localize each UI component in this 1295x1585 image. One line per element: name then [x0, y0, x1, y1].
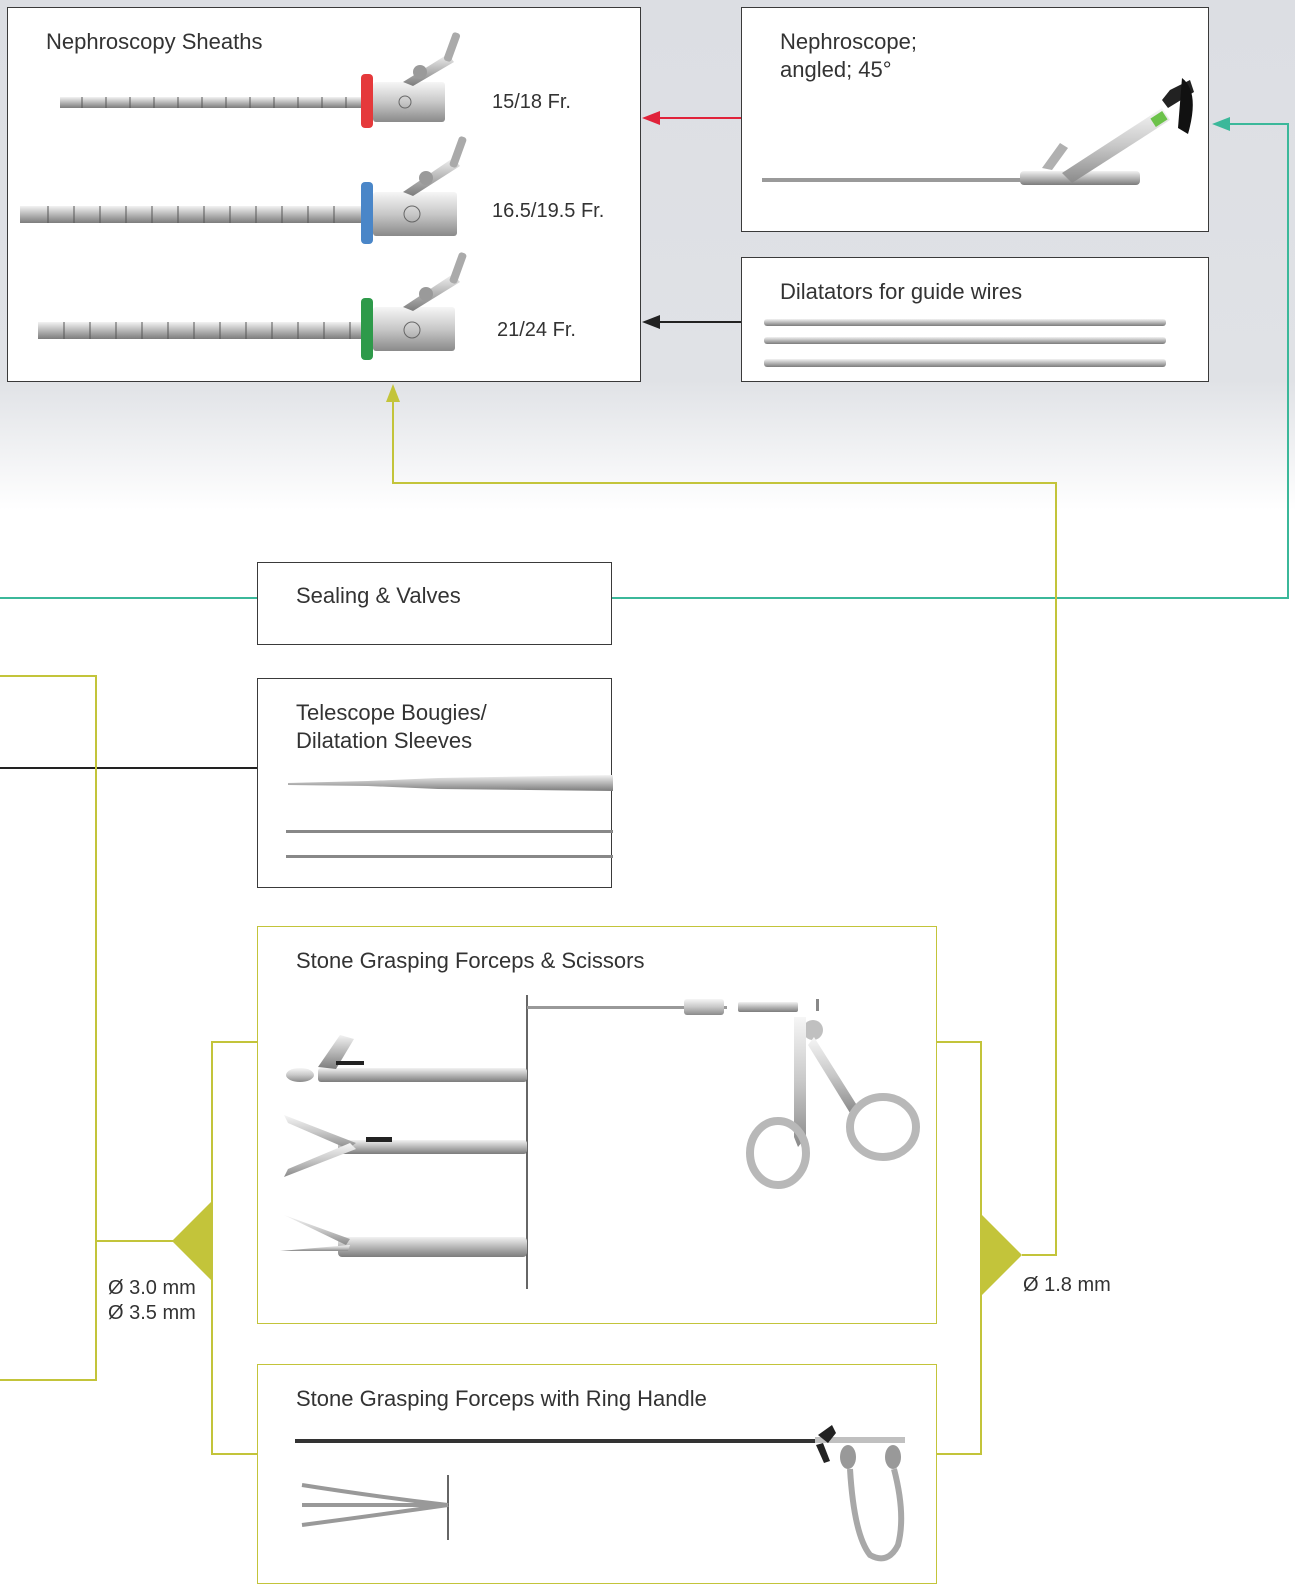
sheath-size-label: 21/24 Fr.	[497, 319, 576, 341]
diameter-label-left: Ø 3.0 mm Ø 3.5 mm	[108, 1277, 196, 1324]
diameter-label-right: Ø 1.8 mm	[1023, 1274, 1111, 1296]
bougies-illustration	[286, 775, 613, 858]
sheaths-title: Nephroscopy Sheaths	[46, 29, 263, 54]
sheaths-illustration	[20, 32, 467, 360]
forceps-scissors-illustration	[280, 995, 920, 1289]
sheaths-box[interactable]: Nephroscopy Sheaths	[7, 7, 641, 382]
forceps-scissors-title: Stone Grasping Forceps & Scissors	[296, 948, 645, 973]
olive-arrowhead	[386, 384, 400, 402]
teal-connector-right	[611, 123, 1289, 599]
nephroscope-box[interactable]: Nephroscope; angled; 45°	[741, 7, 1209, 232]
bougies-title: Telescope Bougies/ Dilatation Sleeves	[296, 700, 487, 753]
dilatators-illustration	[764, 319, 1166, 367]
nephroscope-title: Nephroscope; angled; 45°	[780, 29, 917, 82]
nephroscope-illustration	[762, 78, 1194, 185]
olive-right-fork	[936, 1041, 982, 1455]
sheath-15-fr	[60, 32, 461, 128]
olive-connector-up	[392, 400, 1057, 1256]
red-arrowhead	[642, 111, 660, 125]
sheath-size-label: 16.5/19.5 Fr.	[492, 200, 605, 222]
sheath-21-fr	[38, 252, 467, 360]
dilatators-box[interactable]: Dilatators for guide wires	[741, 257, 1209, 382]
olive-left-fork	[211, 1041, 258, 1455]
right-diamond-marker	[981, 1214, 1022, 1296]
ring-handle-box[interactable]: Stone Grasping Forceps with Ring Handle	[257, 1364, 937, 1584]
sealing-valves-title: Sealing & Valves	[296, 583, 461, 608]
left-diamond-marker	[172, 1200, 213, 1282]
ring-handle-title: Stone Grasping Forceps with Ring Handle	[296, 1386, 707, 1411]
sealing-valves-box[interactable]: Sealing & Valves	[257, 562, 612, 645]
sheath-16-5-fr	[20, 136, 467, 244]
black-arrowhead	[642, 315, 660, 329]
sheath-size-label: 15/18 Fr.	[492, 91, 571, 113]
bougies-box[interactable]: Telescope Bougies/ Dilatation Sleeves	[257, 678, 613, 888]
dilatators-title: Dilatators for guide wires	[780, 279, 1023, 304]
olive-left-bracket	[0, 675, 97, 1381]
ring-handle-illustration	[295, 1425, 905, 1562]
forceps-scissors-box[interactable]: Stone Grasping Forceps & Scissors	[257, 926, 937, 1324]
teal-arrowhead	[1212, 117, 1230, 131]
